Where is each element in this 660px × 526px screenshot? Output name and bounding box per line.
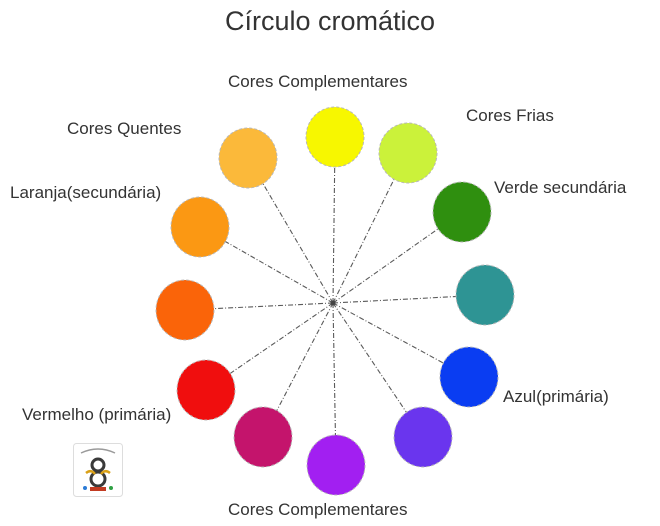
label-complementares-top: Cores Complementares [228, 72, 408, 91]
spoke-violet [332, 302, 337, 466]
disc-green [432, 181, 492, 243]
disc-yellow [305, 106, 365, 168]
disc-yellow-orange [218, 127, 278, 189]
disc-magenta [233, 406, 293, 468]
spoke-blue [332, 302, 470, 378]
label-azul: Azul(primária) [503, 387, 609, 406]
disc-orange [170, 196, 230, 258]
school-logo-icon [73, 443, 123, 497]
label-laranja: Laranja(secundária) [10, 183, 162, 202]
label-complementares-bottom: Cores Complementares [228, 500, 408, 519]
wheel-center [330, 300, 336, 306]
disc-violet [306, 434, 366, 496]
disc-red [176, 359, 236, 421]
spoke-yellow [332, 139, 336, 304]
label-verde: Verde secundária [494, 178, 627, 197]
label-cores-frias: Cores Frias [466, 106, 554, 125]
label-vermelho: Vermelho (primária) [22, 405, 172, 424]
disc-blue [439, 346, 499, 408]
disc-red-orange [155, 279, 215, 341]
disc-teal [455, 264, 515, 326]
diagram-title: Círculo cromático [224, 6, 436, 36]
label-cores-quentes: Cores Quentes [67, 119, 182, 138]
disc-blue-violet [393, 406, 453, 468]
disc-yellow-green [378, 122, 438, 184]
